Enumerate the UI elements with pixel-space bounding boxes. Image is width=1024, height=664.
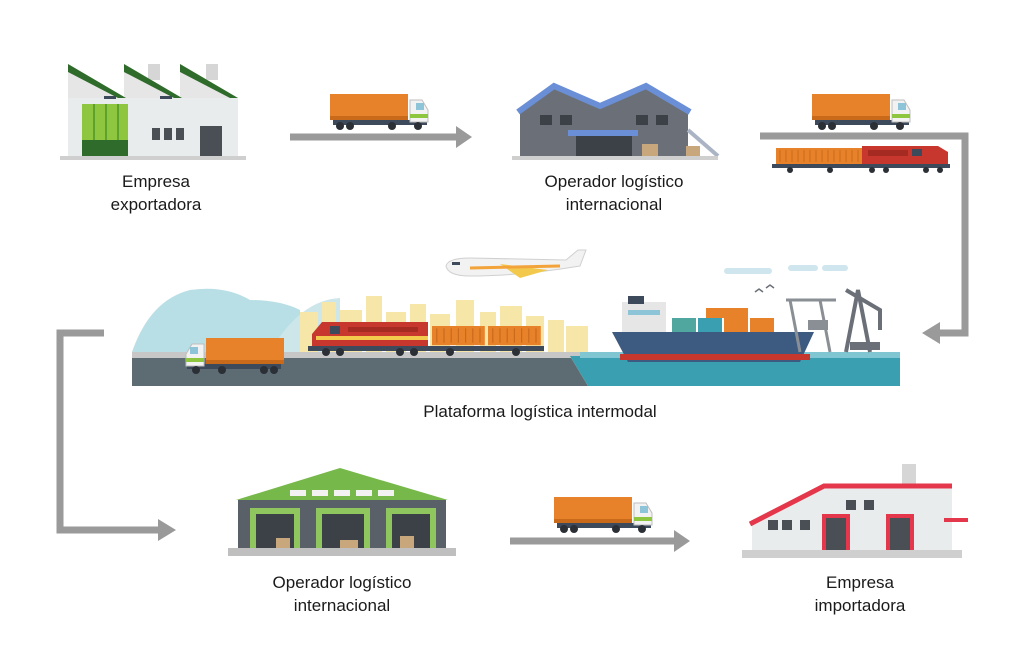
operator-top-label-line2: internacional [565,195,663,214]
platform-label-text: Plataforma logística intermodal [423,402,657,421]
operator-bottom-label: Operador logístico internacional [242,571,442,617]
importer-label: Empresa importadora [800,571,920,617]
exporter-label-line2: exportadora [110,195,202,214]
truck-icon [811,93,911,131]
exporter-label-line1: Empresa [121,172,191,191]
train-icon [308,322,544,356]
distribution-center-icon [742,464,968,558]
arrow-operator-to-importer [510,530,690,552]
truck-icon [329,93,429,131]
operator-bottom-label-line2: internacional [293,596,391,615]
train-icon [772,146,950,173]
importer-label-line2: importadora [814,596,906,615]
operator-bottom-label-line1: Operador logístico [272,573,412,592]
warehouse-icon [512,82,720,160]
truck-icon [553,496,653,534]
arrow-operator-to-platform [760,132,969,344]
operator-top-label: Operador logístico internacional [514,170,714,216]
platform-label: Plataforma logística intermodal [380,400,700,423]
cargo-ship-icon [612,296,814,362]
importer-label-line1: Empresa [825,573,895,592]
airplane-icon [445,249,587,278]
exporter-label: Empresa exportadora [96,170,216,216]
arrow-exporter-to-operator [290,126,472,148]
port-crane-icon [754,284,882,353]
arrow-platform-to-operator [56,329,176,541]
factory-icon [60,64,246,160]
warehouse-icon [228,468,456,556]
operator-top-label-line1: Operador logístico [544,172,684,191]
